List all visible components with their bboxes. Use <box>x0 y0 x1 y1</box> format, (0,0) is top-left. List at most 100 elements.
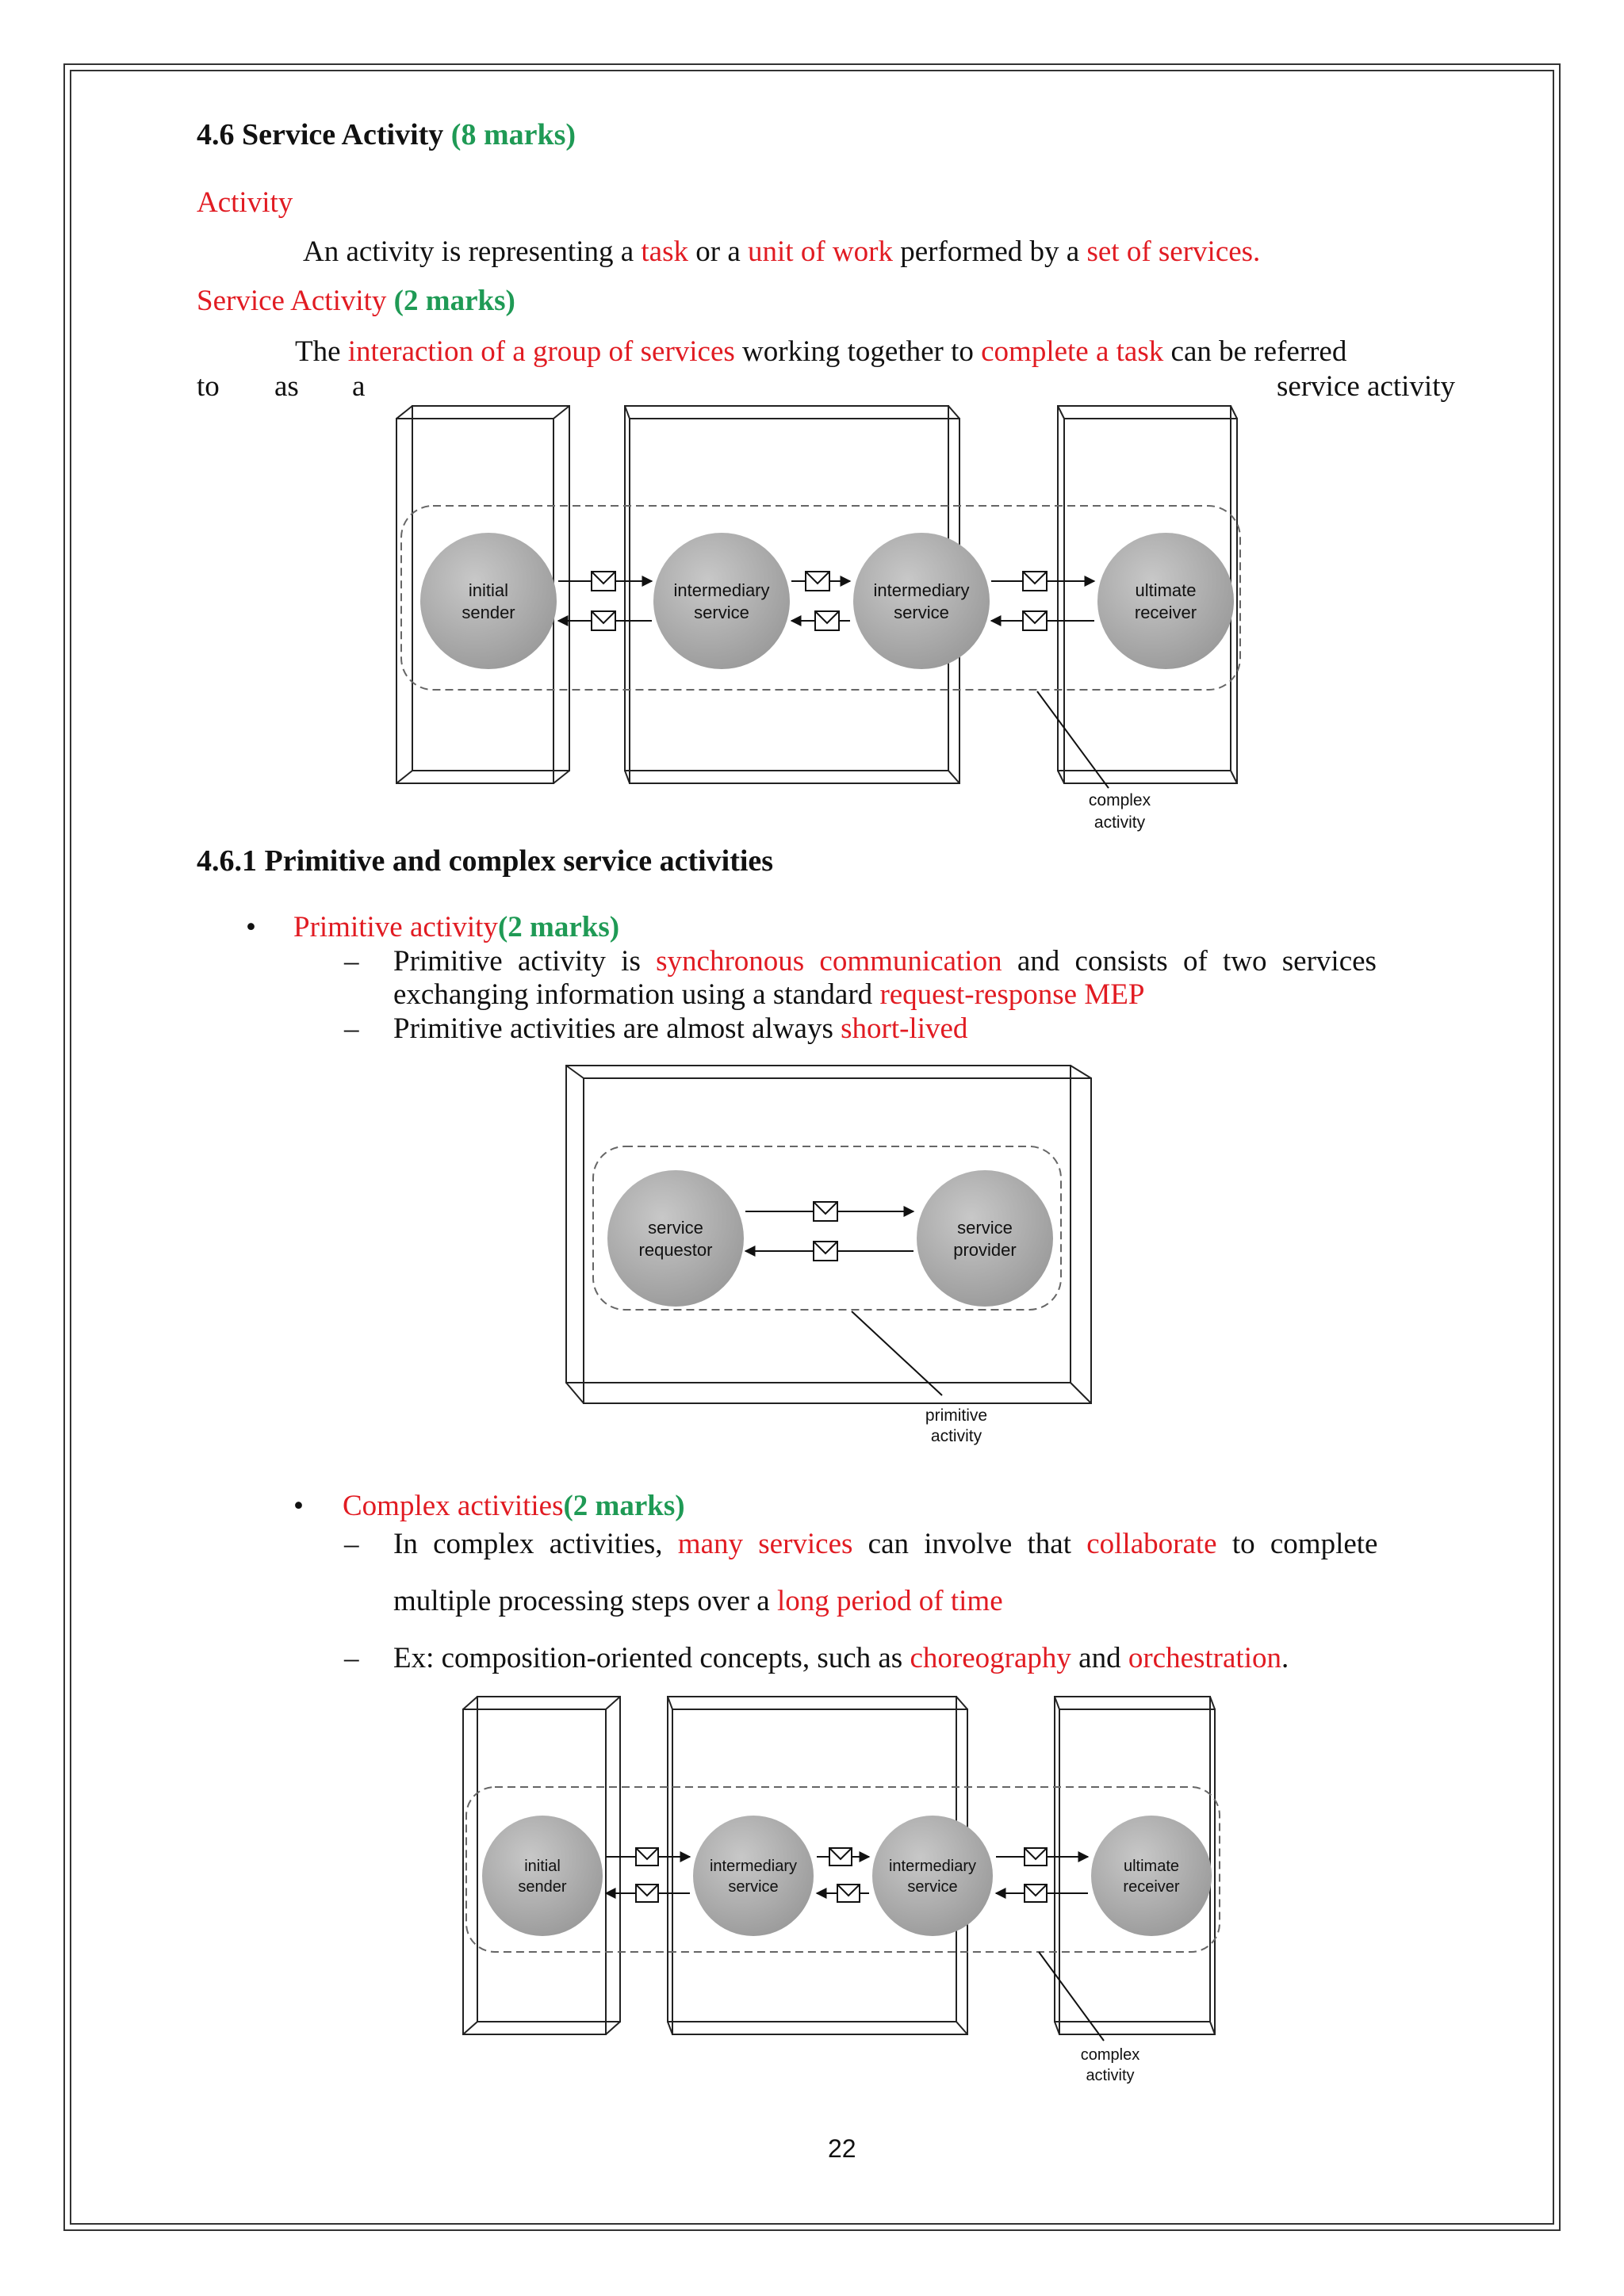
intermediary-service-node-2 <box>872 1816 993 1936</box>
prim-short: short-lived <box>841 1012 968 1045</box>
page-border-outer <box>63 63 1561 2231</box>
service-activity-marks: (2 marks) <box>393 285 515 317</box>
sa-text-2: working together to <box>734 335 982 368</box>
prim-text-3: exchanging information using a standard <box>393 978 880 1011</box>
activity-boundary <box>400 505 1241 691</box>
complex-activity-diagram-2: initial sender intermediary service inte… <box>462 1696 1220 2084</box>
service-requestor-node <box>607 1170 744 1307</box>
complex-point-2: Ex: composition-oriented concepts, such … <box>393 1641 1289 1676</box>
prim-text-2: and consists of two services <box>1002 945 1377 978</box>
activity-set: set of services. <box>1086 235 1261 268</box>
callout-line <box>851 1311 943 1396</box>
primitive-point-1: Primitive activity is synchronous commun… <box>393 944 1377 979</box>
cx-text-7: . <box>1281 1642 1289 1674</box>
prim-text-4: Primitive activities are almost always <box>393 1012 841 1045</box>
initial-sender-node <box>420 533 557 669</box>
callout-label: activity <box>1086 2067 1134 2084</box>
service-activity-heading: Service Activity (2 marks) <box>197 284 515 319</box>
prim-mep: request-response MEP <box>879 978 1145 1011</box>
node-label: initial <box>469 580 508 600</box>
activity-definition: An activity is representing a task or a … <box>303 235 1260 270</box>
primitive-heading: Primitive activity(2 marks) <box>293 910 619 945</box>
complex-point-1: In complex activities, many services can… <box>393 1527 1377 1562</box>
callout-label: activity <box>1094 813 1146 832</box>
cx-text-2: can involve that <box>852 1528 1087 1560</box>
section-marks: (8 marks) <box>450 118 576 151</box>
cx-chor: choreography <box>910 1642 1071 1674</box>
node-label: provider <box>953 1240 1016 1260</box>
section-heading-4-6-1: 4.6.1 Primitive and complex service acti… <box>197 844 774 878</box>
complex-bullet: • <box>293 1490 304 1522</box>
sa-line2-as: as <box>274 370 299 403</box>
node-label: intermediary <box>873 580 969 600</box>
sa-line2-a: a <box>352 370 366 403</box>
callout-label: primitive <box>925 1406 987 1425</box>
primitive-point-1-cont: exchanging information using a standard … <box>393 978 1144 1012</box>
activity-task: task <box>641 235 689 268</box>
page-border-inner <box>70 70 1554 2225</box>
activity-text-1: An activity is representing a <box>303 235 642 268</box>
node-label: intermediary <box>673 580 769 600</box>
node-label: service <box>957 1218 1013 1238</box>
activity-text-3: performed by a <box>892 235 1087 268</box>
page-number: 22 <box>828 2134 856 2163</box>
complex-dash-1: – <box>344 1528 359 1560</box>
envelope-icons <box>635 1847 1048 1903</box>
callout-label: complex <box>1089 791 1151 809</box>
complex-activity-diagram: initial sender intermediary service inte… <box>396 405 1241 832</box>
activity-text-2: or a <box>688 235 749 268</box>
intermediary-service-node-1 <box>653 533 790 669</box>
ultimate-receiver-node <box>1091 1816 1212 1936</box>
activity-heading: Activity <box>197 186 293 219</box>
service-nodes <box>482 1816 1212 1936</box>
container-boxes <box>462 1696 1216 2035</box>
cx-collab: collaborate <box>1086 1528 1217 1560</box>
node-label: service <box>894 603 949 622</box>
primitive-marks: (2 marks) <box>497 911 620 943</box>
sa-text-3: can be referred <box>1163 335 1347 368</box>
node-label: ultimate <box>1124 1858 1179 1875</box>
node-label: initial <box>524 1858 561 1875</box>
cx-text-1: In complex activities, <box>393 1528 678 1560</box>
sa-complete: complete a task <box>981 335 1164 368</box>
ultimate-receiver-node <box>1097 533 1234 669</box>
primitive-label: Primitive activity <box>293 911 498 943</box>
envelope-icons <box>813 1201 838 1261</box>
cx-orch: orchestration <box>1128 1642 1281 1674</box>
node-label: service <box>648 1218 703 1238</box>
service-nodes <box>420 533 1234 669</box>
node-label: intermediary <box>710 1858 797 1875</box>
node-label: receiver <box>1135 603 1197 622</box>
cx-text-5: Ex: composition-oriented concepts, such … <box>393 1642 910 1674</box>
sa-line2-end: service activity <box>1277 370 1455 403</box>
node-label: ultimate <box>1135 580 1196 600</box>
service-activity-definition: The interaction of a group of services w… <box>295 335 1346 369</box>
section-heading-4-6: 4.6 Service Activity (8 marks) <box>197 117 576 152</box>
node-label: sender <box>518 1878 566 1896</box>
node-label: service <box>728 1878 778 1896</box>
node-label: requestor <box>639 1240 713 1260</box>
node-label: sender <box>462 603 515 622</box>
intermediary-service-node-1 <box>693 1816 814 1936</box>
sa-line2-to: to <box>197 370 220 403</box>
node-label: receiver <box>1123 1878 1179 1896</box>
complex-dash-2: – <box>344 1642 359 1674</box>
callout-label: complex <box>1081 2046 1139 2064</box>
cx-text-3: to complete <box>1216 1528 1378 1560</box>
prim-sync: synchronous communication <box>656 945 1002 978</box>
callout-line <box>1038 1951 1105 2042</box>
complex-heading: Complex activities(2 marks) <box>343 1489 685 1524</box>
intermediary-service-node-2 <box>853 533 990 669</box>
node-label: service <box>694 603 749 622</box>
sa-text-1: The <box>295 335 348 368</box>
section-title: 4.6 Service Activity <box>197 118 444 151</box>
complex-label: Complex activities <box>343 1490 564 1522</box>
node-label: service <box>907 1878 957 1896</box>
activity-boundary <box>592 1146 1062 1311</box>
complex-point-1-cont: multiple processing steps over a long pe… <box>393 1584 1003 1619</box>
activity-unit: unit of work <box>748 235 893 268</box>
callout-line <box>1036 691 1109 789</box>
primitive-point-2: Primitive activities are almost always s… <box>393 1012 967 1047</box>
service-provider-node <box>917 1170 1053 1307</box>
cx-text-4: multiple processing steps over a <box>393 1585 777 1617</box>
